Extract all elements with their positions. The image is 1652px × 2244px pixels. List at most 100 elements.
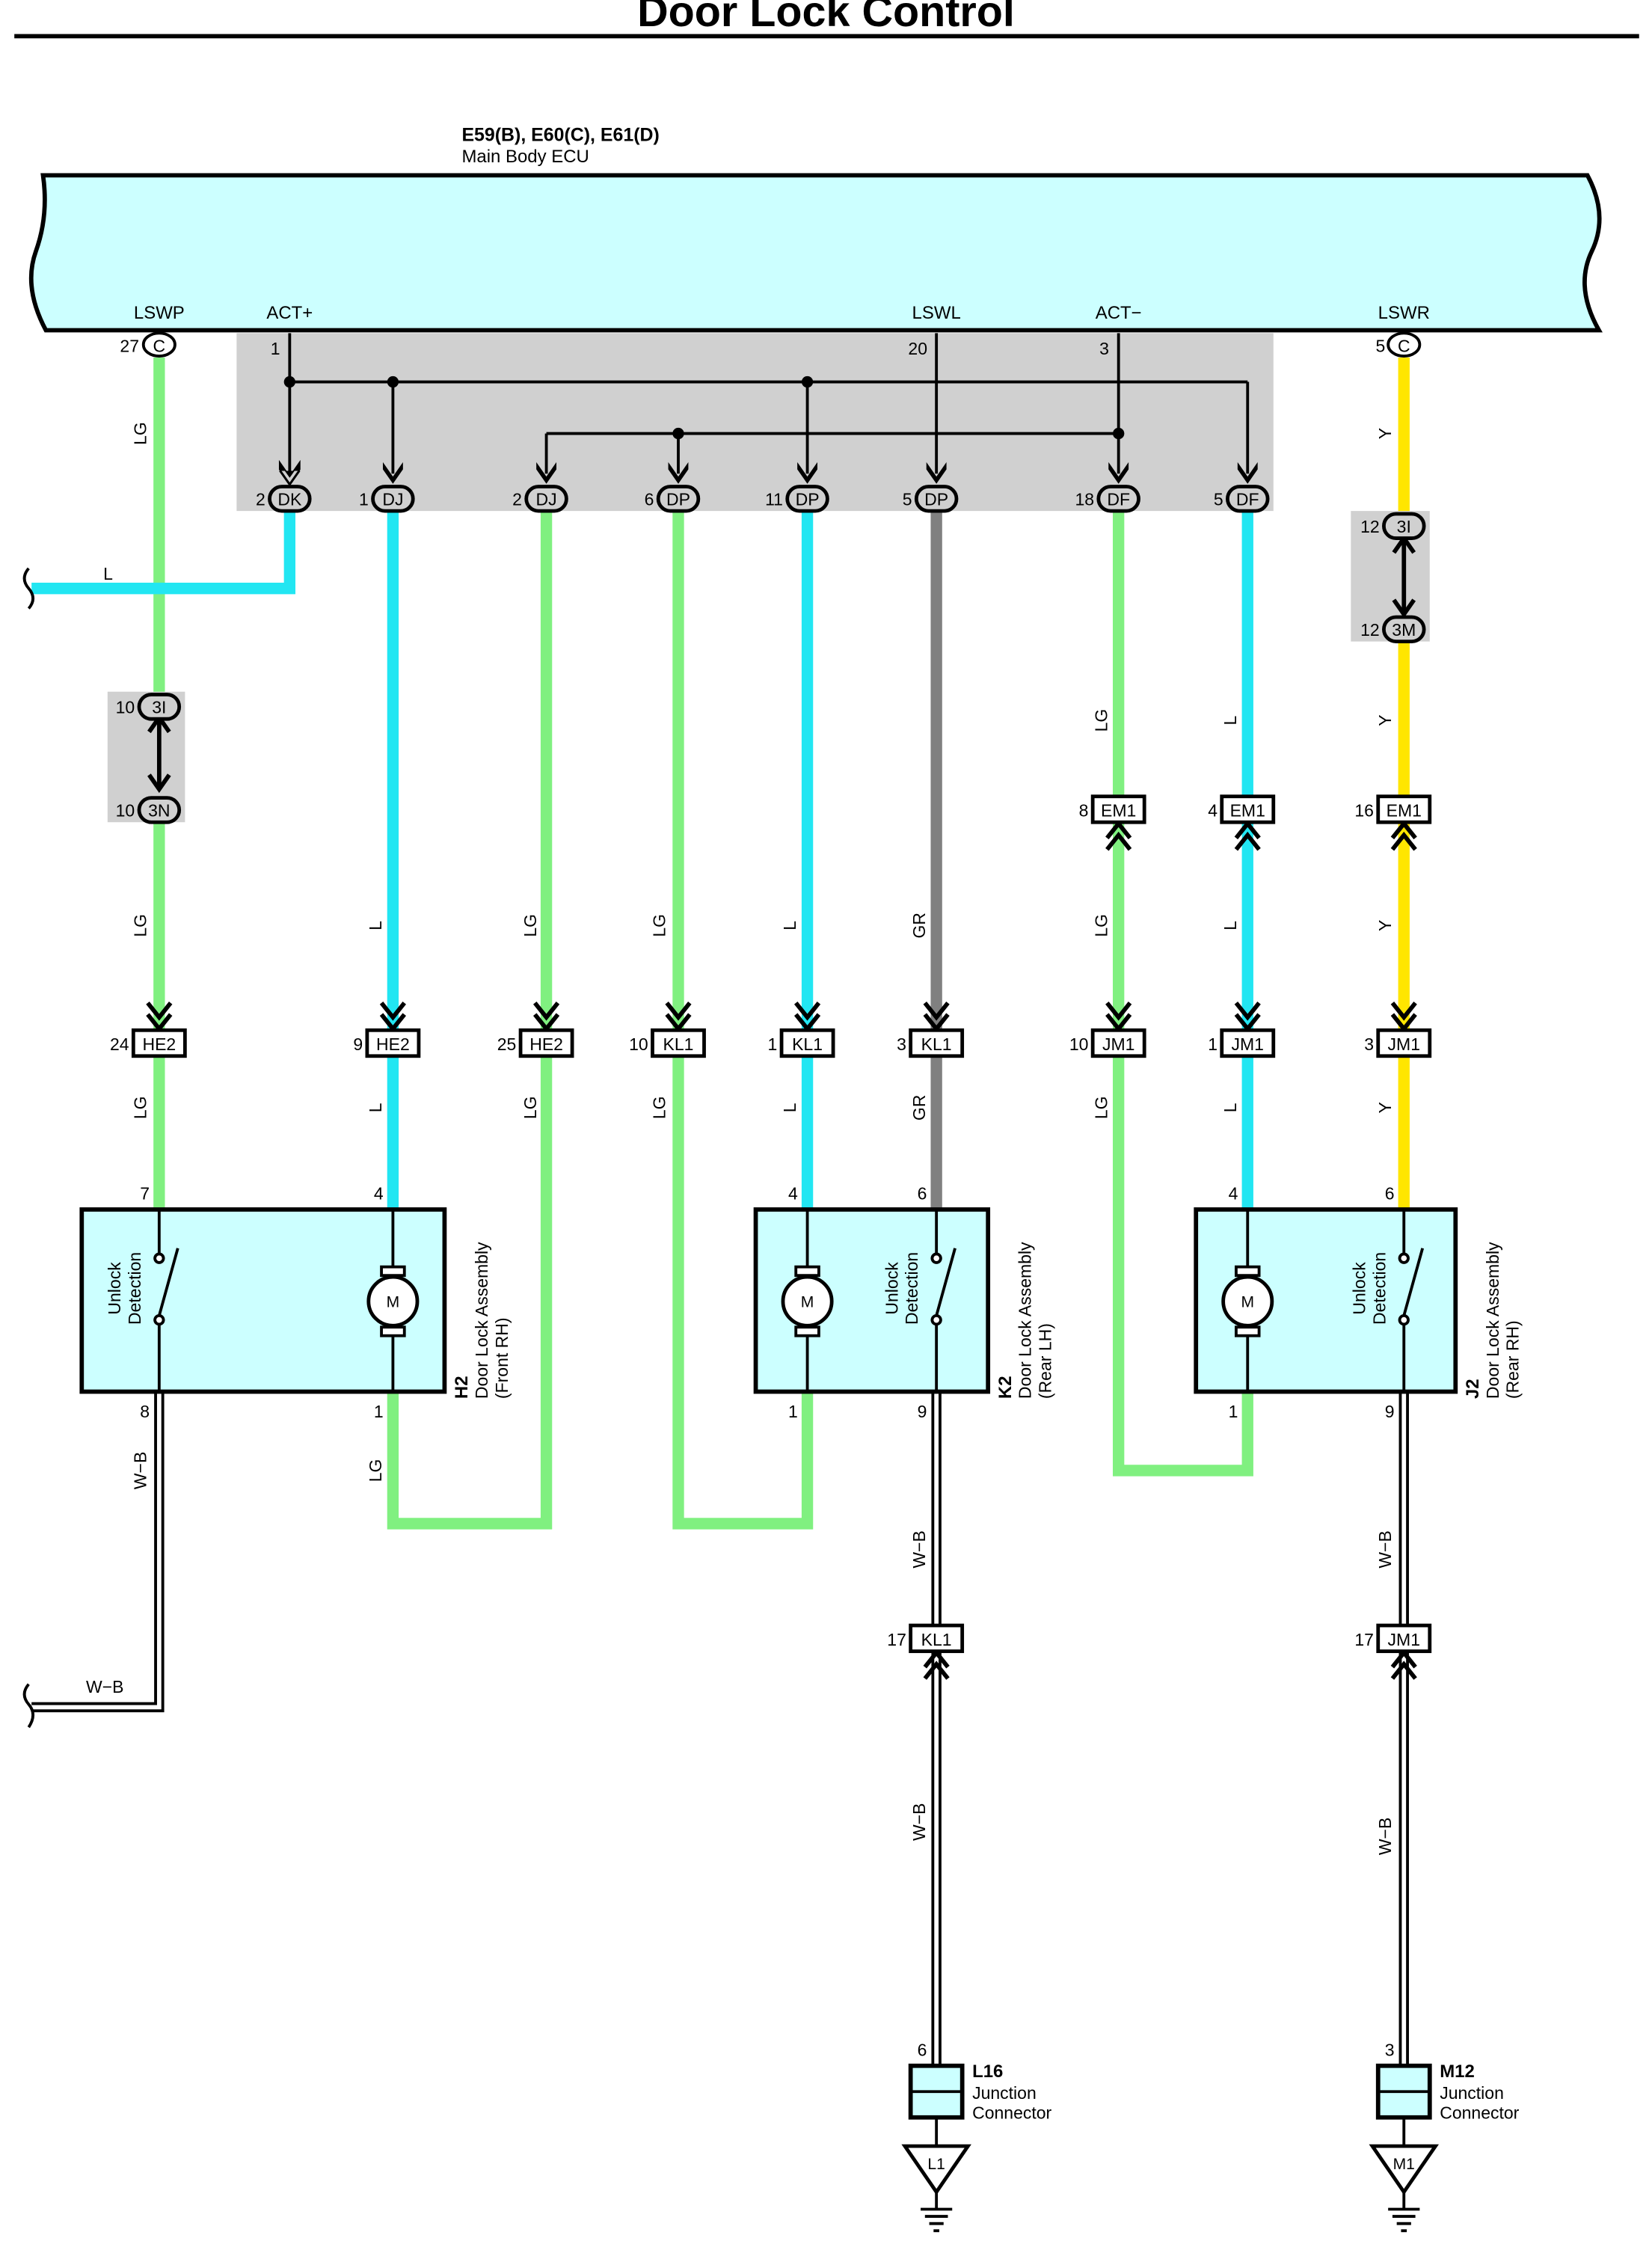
h2-switch-label-2: Detection — [125, 1252, 144, 1325]
connector-name: KL1 — [921, 1630, 952, 1649]
k2-pin-6: 6 — [918, 1184, 927, 1204]
k2-motor — [781, 1275, 834, 1328]
connector-pin: 9 — [353, 1034, 363, 1054]
connector-pin: 10 — [629, 1034, 648, 1054]
j2-pin-9: 9 — [1385, 1402, 1395, 1421]
connector-j3i-right: 3I 12 — [1360, 512, 1426, 540]
signal-act-plus: ACT+ — [266, 303, 313, 323]
connector-pin: 17 — [1354, 1630, 1374, 1649]
connector-c6: DP5 — [903, 485, 959, 513]
k2-position: (Rear LH) — [1036, 1323, 1055, 1399]
signal-lswl: LSWL — [912, 303, 961, 323]
connector-oval — [371, 485, 415, 513]
h2-name: Door Lock Assembly — [472, 1242, 491, 1399]
connector-name: EM1 — [1101, 801, 1136, 821]
h2-pin-1: 1 — [374, 1402, 384, 1421]
k2-switch — [935, 1248, 956, 1316]
j2-motor-label: M — [1241, 1293, 1254, 1310]
label-lg-2: LG — [131, 914, 150, 937]
k2-motor-label: M — [801, 1293, 814, 1310]
label-wb-3: W−B — [1375, 1530, 1395, 1568]
m12-pin: 3 — [1385, 2040, 1395, 2059]
connector-pin: 11 — [765, 489, 783, 509]
label-l-7: L — [1220, 1103, 1240, 1112]
label-l-3: L — [780, 921, 799, 931]
wire-dk-l — [31, 511, 296, 595]
label-lg-3: LG — [131, 1096, 150, 1119]
connector-pin: 2 — [512, 489, 522, 509]
pin-lswl: 20 — [908, 339, 927, 358]
ground-icon — [921, 2192, 953, 2233]
connector-name: JM1 — [1388, 1034, 1420, 1054]
main-body-ecu: E59(B), E60(C), E61(D) Main Body ECU LSW… — [28, 124, 1603, 333]
connector-box — [1376, 1623, 1432, 1653]
connector-name: 3I — [152, 698, 166, 717]
connector-c2: DJ1 — [359, 485, 415, 513]
connector-oval — [1226, 485, 1270, 513]
wire-df18-lg — [1113, 511, 1253, 1477]
connector-box — [1090, 794, 1146, 824]
ground-icon — [1388, 2192, 1420, 2233]
k2-name: Door Lock Assembly — [1016, 1242, 1035, 1399]
connector-name: DF — [1107, 489, 1130, 509]
label-y-1: Y — [1375, 428, 1395, 439]
l16-ground-label: L1 — [927, 2156, 945, 2173]
connector-name: EM1 — [1387, 801, 1422, 821]
connector-box — [909, 1623, 965, 1653]
connector-name: HE2 — [142, 1034, 176, 1054]
wire-h2-wb — [31, 1391, 165, 1713]
connector-name: 3I — [1397, 517, 1411, 536]
connector-pin: 12 — [1360, 517, 1380, 536]
signal-lswp: LSWP — [134, 303, 185, 323]
connector-box — [1376, 1028, 1432, 1058]
h2-pin-4: 4 — [374, 1184, 384, 1204]
pin-act-minus: 3 — [1099, 339, 1109, 358]
connector-c-left — [141, 331, 176, 358]
connector-c3: DJ 2 — [512, 485, 568, 513]
connector-c4: DP6 — [645, 485, 701, 513]
wires — [31, 357, 1410, 1530]
connector-box — [779, 1028, 835, 1058]
connector-c1: DK2 — [256, 485, 312, 513]
label-l-4: L — [780, 1103, 799, 1112]
pin-act-plus: 1 — [271, 339, 280, 358]
l16-pin: 6 — [918, 2040, 927, 2059]
connector-box — [1376, 794, 1432, 824]
connector-c5: DP 11 — [765, 485, 829, 513]
splice-chevrons — [278, 459, 1258, 487]
label-wb-5: W−B — [131, 1452, 150, 1489]
wb-wires — [31, 1391, 1409, 2066]
connector-pin: 8 — [1079, 801, 1089, 821]
l16-ground-tri — [901, 2144, 971, 2195]
h2-motor — [366, 1275, 420, 1328]
connector-em1-a: EM1 8 — [1079, 794, 1146, 851]
label-l-2: L — [366, 1103, 385, 1112]
connector-name: DP — [796, 489, 820, 509]
ecu-pins: 27 C 1 20 3 5 C — [120, 331, 1422, 358]
connector-c8: DF5 — [1214, 485, 1270, 513]
connector-name: DJ — [536, 489, 557, 509]
h2-position: (Front RH) — [492, 1317, 512, 1399]
connector-name: KL1 — [921, 1034, 952, 1054]
junction-l16: 6 L16 Junction Connector L1 — [901, 2040, 1052, 2233]
l16-name-2: Connector — [972, 2103, 1051, 2123]
connector-c-right-label: C — [1398, 336, 1410, 355]
label-wb-6: W−B — [86, 1677, 123, 1696]
junction-m12: 3 M12 Junction Connector M1 — [1369, 2040, 1520, 2233]
label-lg-6: LG — [521, 1096, 540, 1119]
title-block: Door Lock Control — [14, 0, 1639, 39]
connector-name: 3M — [1392, 620, 1416, 640]
label-lg-9: LG — [1091, 709, 1111, 732]
j2-motor — [1221, 1275, 1274, 1328]
ecu-body — [28, 173, 1603, 333]
connector-name: DJ — [382, 489, 403, 509]
connector-oval — [1096, 485, 1140, 513]
